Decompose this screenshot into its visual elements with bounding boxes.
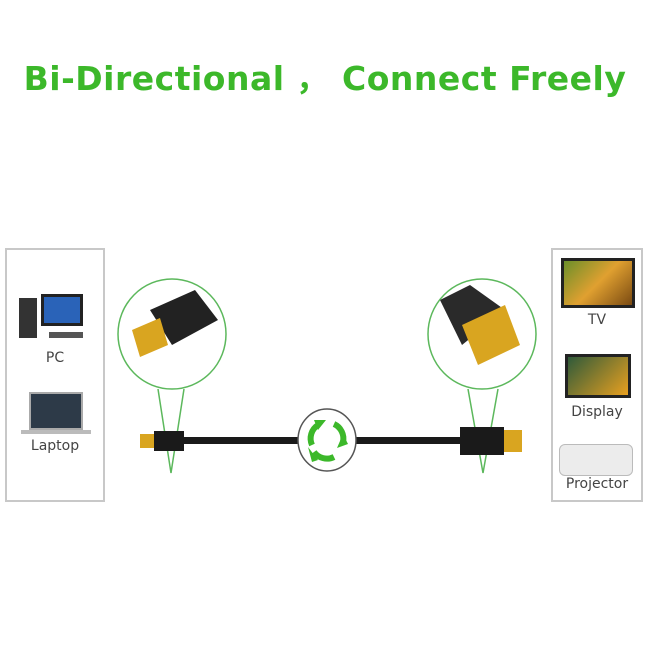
device-label-projector: Projector [565,476,629,492]
mini-dp-plug-tip [140,434,154,448]
mini-displayport-connector-closeup [132,290,218,357]
mini-dp-callout [117,278,227,474]
device-label-laptop: Laptop [30,438,80,454]
dp-plug-housing [460,427,504,455]
displayport-connector-closeup [440,285,520,365]
source-devices-panel: PC Laptop [5,248,105,502]
bidirectional-arrows-icon [297,408,357,472]
device-label-tv: TV [587,312,607,328]
display-icon [565,354,631,398]
mini-dp-plug-housing [154,431,184,451]
projector-icon [559,444,633,476]
laptop-icon [21,392,91,436]
headline: Bi-Directional ， Connect Freely [23,59,627,98]
tv-icon [561,258,635,308]
pc-icon [19,294,91,344]
device-label-display: Display [571,404,623,420]
target-devices-panel: TV Display Projector [551,248,643,502]
dp-callout [427,278,537,474]
device-label-pc: PC [45,350,65,366]
dp-plug-tip [504,430,522,452]
